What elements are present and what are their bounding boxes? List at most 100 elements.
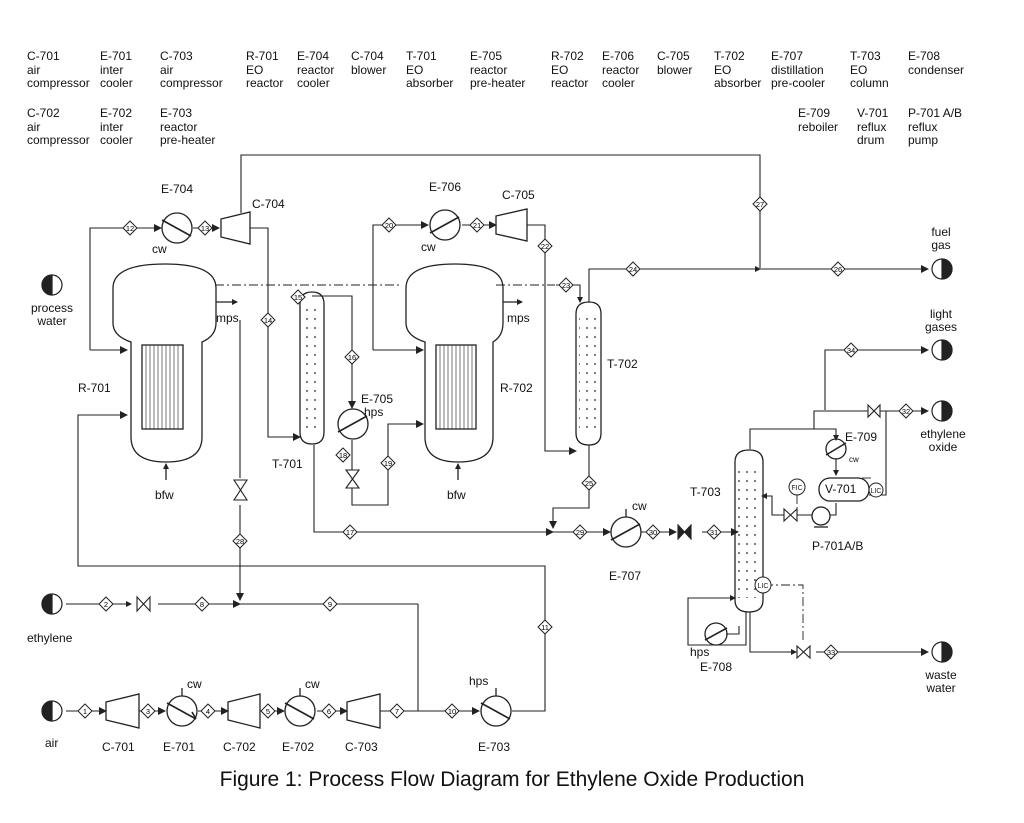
legend-desc: cooler bbox=[100, 76, 133, 90]
line-reboiler-b bbox=[726, 626, 740, 635]
stream-tag-4: 4 bbox=[200, 703, 216, 719]
legend-tag: P-701 A/B bbox=[908, 106, 963, 120]
stream-tag-21: 21 bbox=[469, 217, 485, 233]
utility-cw-e706: cw bbox=[421, 240, 436, 254]
terminal-label-air: air bbox=[45, 736, 59, 750]
control-line-lic-bottom bbox=[764, 584, 804, 643]
svg-text:15: 15 bbox=[294, 293, 302, 302]
compressor-c705 bbox=[495, 208, 528, 242]
legend-desc: reactor bbox=[160, 119, 198, 134]
legend-tag: C-701 bbox=[27, 49, 60, 63]
line-reboiler bbox=[687, 595, 747, 646]
svg-text:24: 24 bbox=[629, 265, 637, 274]
utility-bfw-r701: bfw bbox=[155, 488, 174, 502]
legend-desc: compressor bbox=[27, 76, 90, 90]
exchanger-e709 bbox=[825, 438, 847, 460]
label-e702: E-702 bbox=[282, 740, 315, 754]
legend-desc: reactor bbox=[470, 62, 508, 77]
compressor-c703 bbox=[346, 693, 381, 729]
legend-desc: EO bbox=[714, 62, 732, 77]
svg-text:31: 31 bbox=[710, 528, 718, 537]
legend-tag: E-702 bbox=[100, 106, 133, 120]
stream-tag-13: 13 bbox=[197, 220, 213, 236]
legend-desc: EO bbox=[246, 62, 264, 77]
svg-text:34: 34 bbox=[847, 346, 855, 355]
svg-text:26: 26 bbox=[834, 265, 842, 274]
r702-tubes bbox=[439, 345, 473, 429]
line-stream-20b bbox=[372, 221, 429, 350]
compressor-c702 bbox=[227, 693, 261, 729]
instrument-lic-drum-label: LIC bbox=[871, 488, 882, 495]
svg-text:20: 20 bbox=[385, 221, 393, 230]
e706-tube bbox=[429, 216, 460, 234]
valve-light-gases bbox=[867, 403, 881, 419]
instruments: FIC LIC LIC bbox=[754, 478, 884, 594]
label-c703: C-703 bbox=[345, 740, 378, 754]
svg-text:5: 5 bbox=[266, 707, 270, 716]
stream-tag-19: 19 bbox=[380, 455, 396, 471]
svg-text:19: 19 bbox=[384, 459, 392, 468]
stream-tag-24: 24 bbox=[625, 261, 641, 277]
svg-text:6: 6 bbox=[327, 707, 331, 716]
legend-desc: air bbox=[27, 119, 41, 134]
reactor-r702 bbox=[405, 263, 504, 463]
svg-text:14: 14 bbox=[264, 316, 272, 325]
terminal-process-water bbox=[41, 274, 63, 296]
stream-tags: 1 2 3 4 5 6 7 8 9 10 11 12 13 14 15 16 1… bbox=[77, 196, 914, 719]
legend-desc: air bbox=[27, 62, 41, 77]
line-stream-17 bbox=[313, 445, 554, 536]
stream-tag-32: 32 bbox=[898, 403, 914, 419]
utility-cw-e701: cw bbox=[187, 677, 202, 691]
legend-tag: V-701 bbox=[857, 106, 889, 120]
line-stream-15 bbox=[312, 295, 356, 409]
legend-desc: pre-heater bbox=[160, 133, 216, 147]
stream-tag-26: 26 bbox=[830, 261, 846, 277]
label-t703: T-703 bbox=[690, 485, 721, 499]
figure-caption: Figure 1: Process Flow Diagram for Ethyl… bbox=[219, 768, 805, 791]
line-stream-22 bbox=[527, 224, 577, 455]
stream-tag-17: 17 bbox=[342, 524, 358, 540]
line-overhead bbox=[749, 428, 839, 449]
stream-tag-9: 9 bbox=[322, 596, 338, 612]
stream-tag-30: 30 bbox=[645, 524, 661, 540]
svg-text:9: 9 bbox=[328, 600, 332, 609]
legend-tag: C-705 bbox=[657, 49, 690, 63]
legend-desc: cooler bbox=[100, 133, 133, 147]
svg-text:8: 8 bbox=[200, 600, 204, 609]
legend-tag: R-701 bbox=[246, 49, 279, 63]
stream-tag-33: 33 bbox=[823, 644, 839, 660]
label-e706: E-706 bbox=[429, 180, 462, 194]
terminal-light-gases bbox=[931, 339, 953, 361]
legend-desc: reactor bbox=[551, 76, 589, 90]
valve-stream-31 bbox=[677, 523, 692, 541]
svg-text:4: 4 bbox=[206, 707, 210, 716]
utility-cw-e707: cw bbox=[632, 499, 647, 513]
valve-bottoms bbox=[796, 644, 811, 660]
line-stream-27 bbox=[240, 154, 761, 268]
legend-desc: reactor bbox=[602, 62, 640, 77]
utility-cw-e702: cw bbox=[305, 677, 320, 691]
label-c704: C-704 bbox=[252, 197, 285, 211]
stream-tag-12: 12 bbox=[122, 220, 138, 236]
label-e707: E-707 bbox=[609, 569, 642, 583]
legend-desc: cooler bbox=[602, 76, 635, 90]
instrument-fic-label: FIC bbox=[791, 485, 802, 492]
label-t702: T-702 bbox=[607, 357, 638, 371]
line-stream-7 bbox=[380, 604, 419, 712]
stream-tag-3: 3 bbox=[140, 703, 156, 719]
stream-tag-22: 22 bbox=[537, 238, 553, 254]
utility-hps-e705: hps bbox=[364, 405, 384, 419]
exchanger-e704 bbox=[161, 212, 193, 244]
stream-tag-18: 18 bbox=[335, 447, 351, 463]
e705-tube bbox=[337, 415, 368, 433]
